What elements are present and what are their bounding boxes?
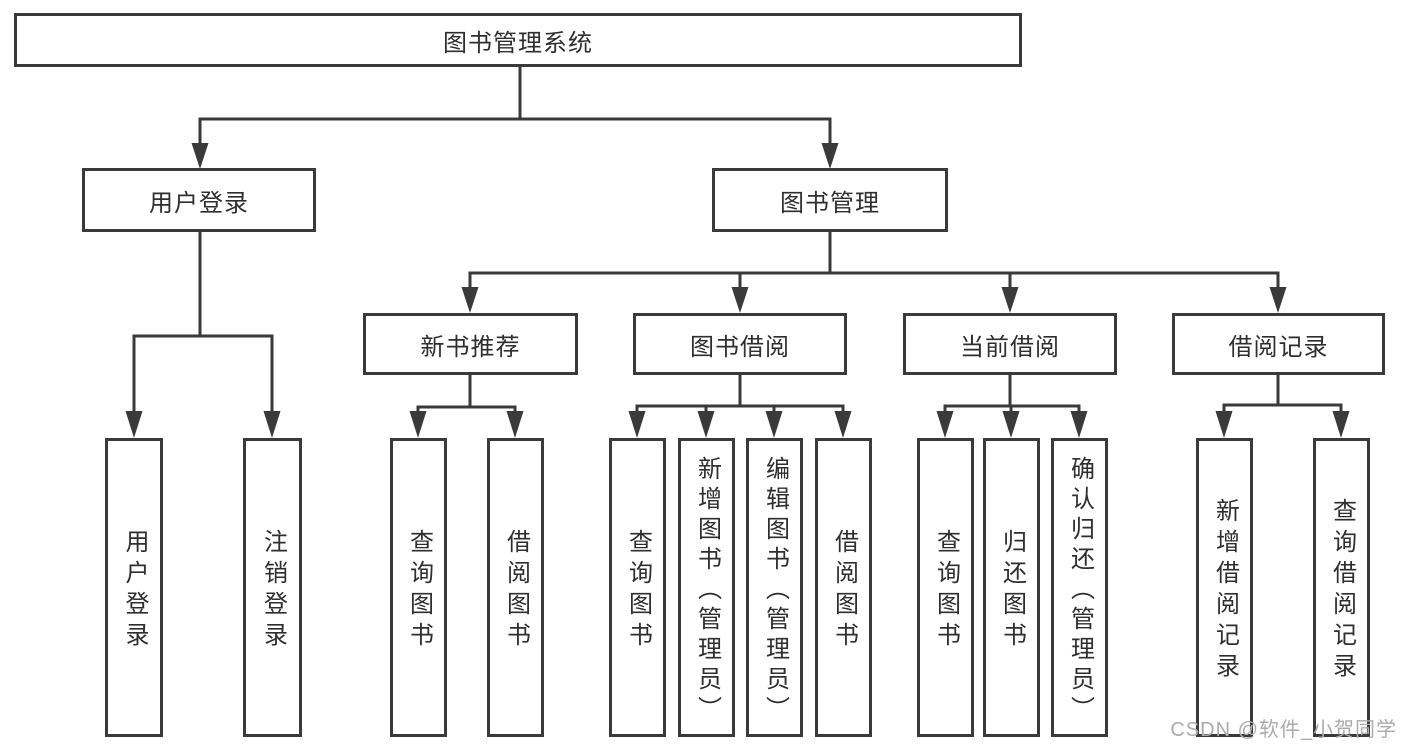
node-current-borrow: 当前借阅 xyxy=(903,313,1117,375)
leaf-label: 查询借阅记录 xyxy=(1328,498,1356,684)
connector-root-to-level2 xyxy=(191,67,839,169)
leaf-label: 查询图书 xyxy=(624,529,652,653)
leaf-label: 注销登录 xyxy=(259,529,287,653)
node-label: 图书管理 xyxy=(780,189,880,217)
node-label: 图书借阅 xyxy=(690,333,790,361)
node-borrow-record: 借阅记录 xyxy=(1172,313,1385,375)
leaf-edit-book-admin: 编辑图书（管理员） xyxy=(746,438,803,737)
leaf-add-borrow-record: 新增借阅记录 xyxy=(1196,438,1253,737)
leaf-label: 新增借阅记录 xyxy=(1211,498,1239,684)
leaf-label: 新增图书（管理员） xyxy=(693,455,721,726)
node-label: 图书管理系统 xyxy=(443,29,593,57)
leaf-query-book-3: 查询图书 xyxy=(917,438,974,737)
connector-book-borrow-to-leaves xyxy=(628,375,852,438)
node-book-management: 图书管理 xyxy=(712,168,948,232)
csdn-watermark: CSDN @软件_小贺同学 xyxy=(1170,719,1397,741)
leaf-label: 用户登录 xyxy=(121,529,148,653)
node-book-borrow: 图书借阅 xyxy=(633,313,847,375)
leaf-label: 借阅图书 xyxy=(502,529,530,653)
leaf-query-book-2: 查询图书 xyxy=(609,438,666,737)
leaf-borrow-book-2: 借阅图书 xyxy=(815,438,872,737)
leaf-label: 借阅图书 xyxy=(830,529,858,653)
leaf-return-book: 归还图书 xyxy=(983,438,1040,737)
leaf-borrow-book-1: 借阅图书 xyxy=(487,438,544,737)
leaf-query-book-1: 查询图书 xyxy=(390,438,447,737)
leaf-label: 查询图书 xyxy=(405,529,433,653)
leaf-logout: 注销登录 xyxy=(243,438,302,737)
connector-new-book-to-leaves xyxy=(409,375,524,438)
leaf-label: 查询图书 xyxy=(932,529,960,653)
leaf-confirm-return-admin: 确认归还（管理员） xyxy=(1051,438,1108,737)
connector-book-mgmt-to-level3 xyxy=(461,232,1287,313)
leaf-query-borrow-record: 查询借阅记录 xyxy=(1313,438,1370,737)
leaf-user-login: 用户登录 xyxy=(105,438,163,737)
leaf-add-book-admin: 新增图书（管理员） xyxy=(678,438,735,737)
leaf-label: 确认归还（管理员） xyxy=(1066,455,1094,726)
node-new-book-recommend: 新书推荐 xyxy=(363,313,578,375)
node-user-login: 用户登录 xyxy=(82,168,316,232)
connector-current-borrow-to-leaves xyxy=(936,375,1088,438)
node-label: 借阅记录 xyxy=(1228,333,1329,361)
node-label: 当前借阅 xyxy=(960,333,1060,361)
connector-borrow-record-to-leaves xyxy=(1215,375,1350,438)
node-label: 用户登录 xyxy=(149,189,249,217)
node-label: 新书推荐 xyxy=(420,333,521,361)
leaf-label: 编辑图书（管理员） xyxy=(761,455,789,726)
connector-user-login-to-leaves xyxy=(125,232,281,438)
leaf-label: 归还图书 xyxy=(998,529,1026,653)
node-root-library-system: 图书管理系统 xyxy=(14,13,1022,67)
